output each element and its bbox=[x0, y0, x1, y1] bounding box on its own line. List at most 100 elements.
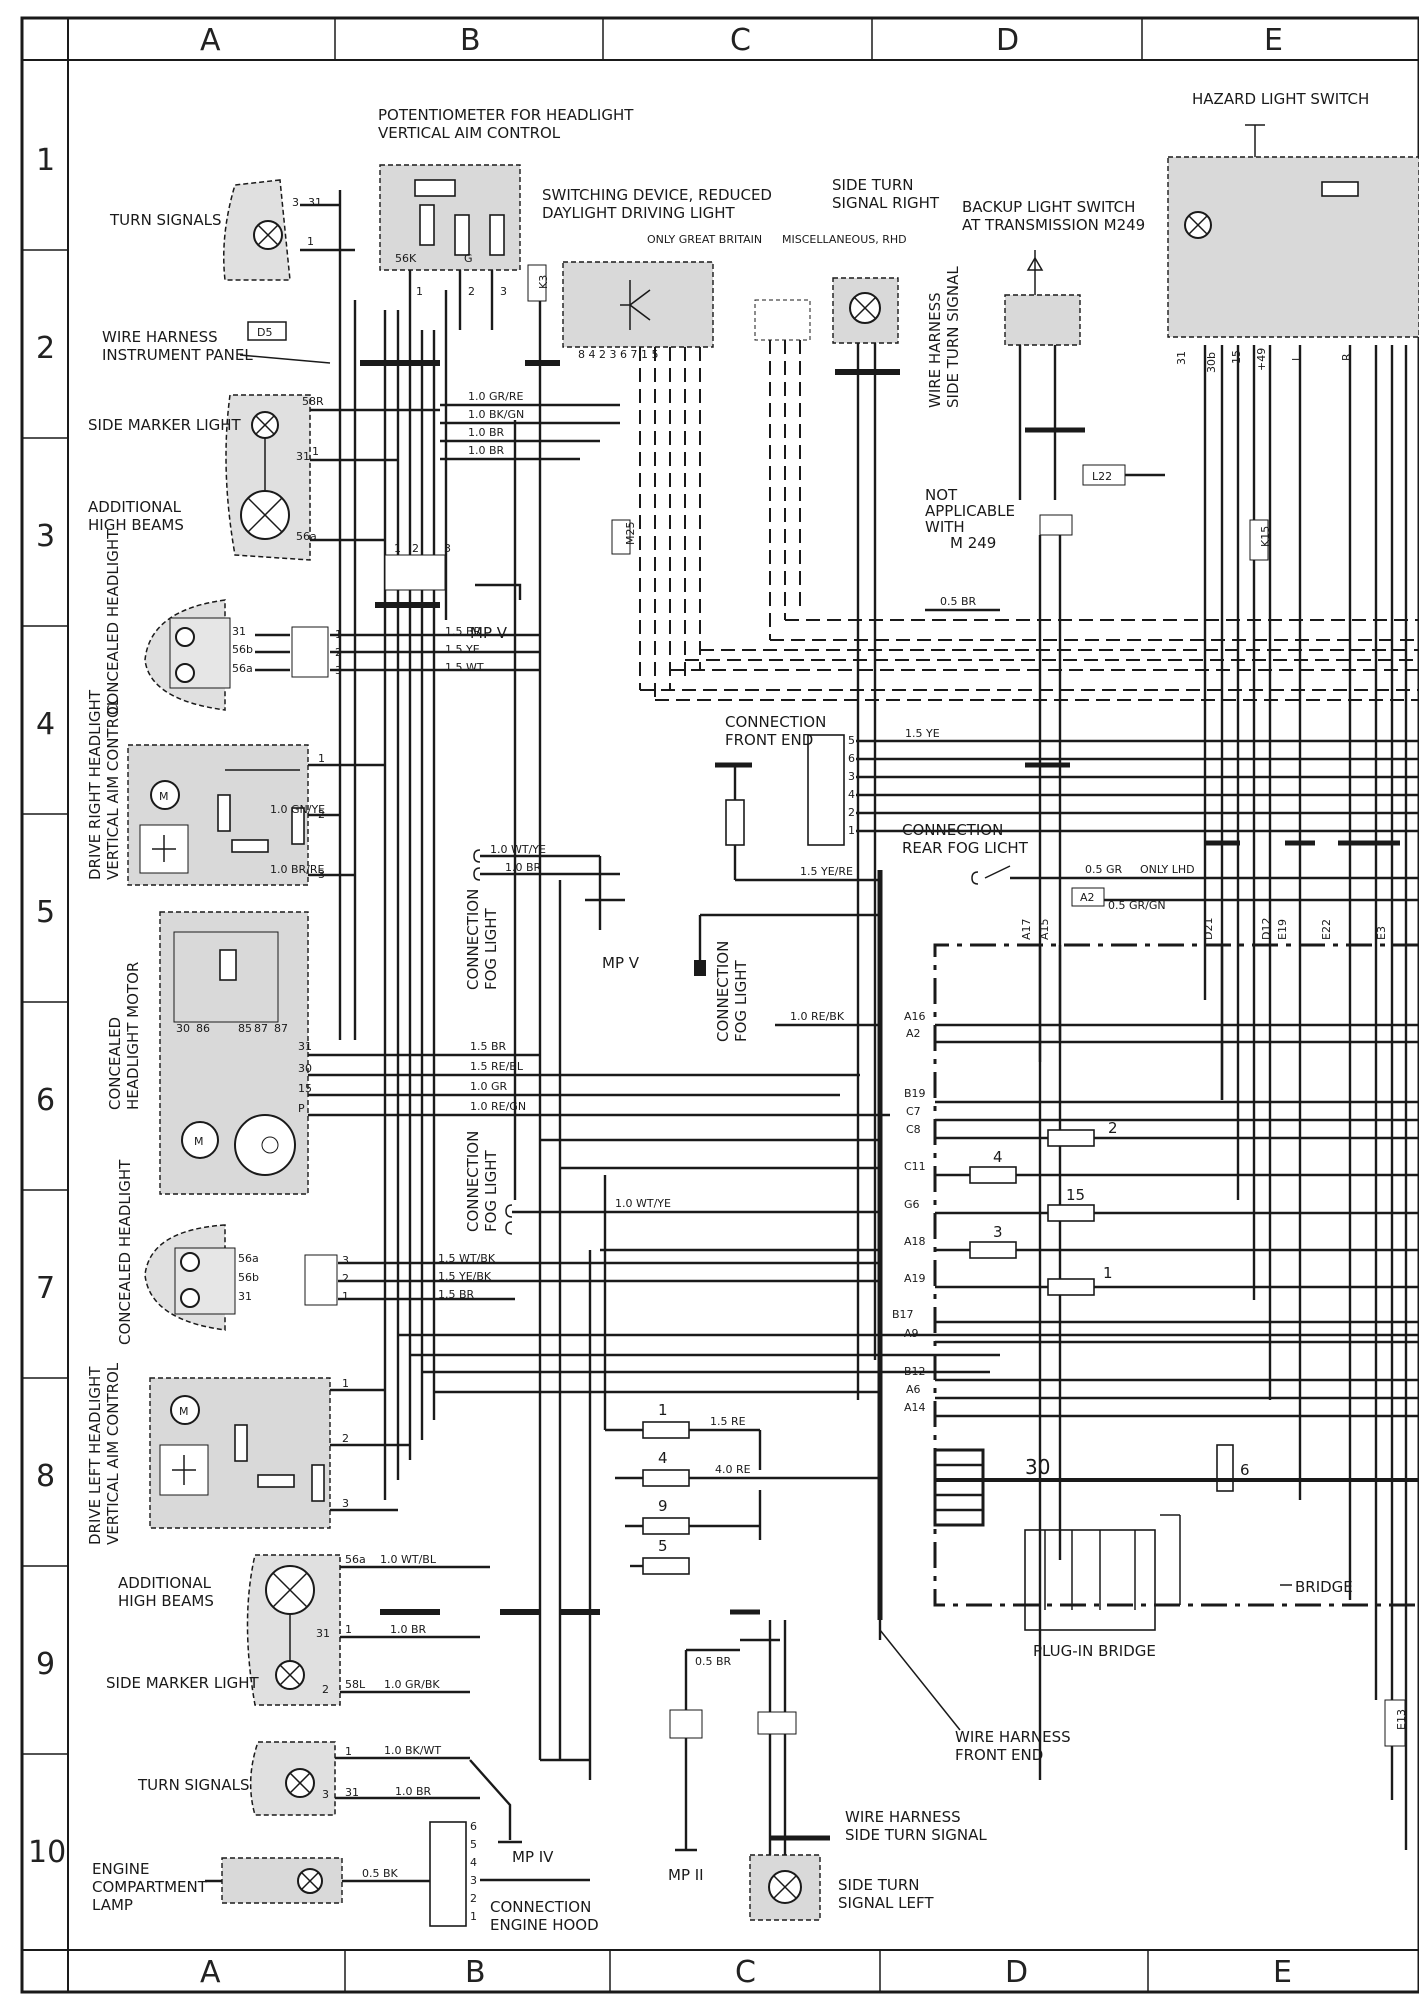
drive-right-headlight: M 1 2 3 bbox=[127, 744, 385, 886]
side-marker-top-label: SIDE MARKER LIGHT bbox=[88, 416, 242, 434]
grid-row-8: 8 bbox=[36, 1459, 55, 1494]
svg-text:56a: 56a bbox=[296, 530, 317, 543]
grid-col-c-bottom: C bbox=[735, 1955, 756, 1990]
svg-text:2: 2 bbox=[318, 808, 325, 821]
svg-text:C7: C7 bbox=[906, 1105, 921, 1118]
internal-fuses bbox=[969, 1129, 1419, 1492]
wire-label-16: 0.5 BR bbox=[940, 595, 977, 608]
wire-label-17: 1.0 RE/BK bbox=[790, 1010, 845, 1023]
connection-rear-fog bbox=[735, 840, 1419, 907]
connection-fog-2-label: CONNECTIONFOG LIGHT bbox=[464, 1131, 500, 1232]
wire-label-12: 1.5 YE bbox=[905, 727, 940, 740]
tag-m25: M25 bbox=[624, 522, 637, 546]
svg-text:58R: 58R bbox=[302, 395, 324, 408]
tag-k15-text: K15 bbox=[1259, 526, 1272, 547]
svg-text:A17: A17 bbox=[1020, 918, 1033, 940]
tag-e13-text: E13 bbox=[1395, 1709, 1408, 1730]
misc-rhd-label: MISCELLANEOUS, RHD bbox=[782, 233, 907, 246]
svg-text:8 4 2 3 6 7 1 5: 8 4 2 3 6 7 1 5 bbox=[578, 348, 658, 361]
engine-compartment-lamp bbox=[205, 1857, 430, 1904]
svg-text:30: 30 bbox=[176, 1022, 190, 1035]
side-turn-left bbox=[749, 1620, 830, 1921]
svg-text:31: 31 bbox=[238, 1290, 252, 1303]
svg-text:2: 2 bbox=[468, 285, 475, 298]
mp-ii-block bbox=[669, 1609, 780, 1852]
svg-text:56a: 56a bbox=[232, 662, 253, 675]
tag-e13 bbox=[1384, 1699, 1406, 1747]
svg-text:1: 1 bbox=[848, 824, 855, 837]
svg-text:A6: A6 bbox=[906, 1383, 921, 1396]
svg-text:3: 3 bbox=[322, 1788, 329, 1801]
grid-col-a-bottom: A bbox=[200, 1955, 221, 1990]
svg-text:M: M bbox=[159, 790, 169, 803]
wire-label-21: 1.0 RE/GN bbox=[470, 1100, 526, 1113]
bridge-label: BRIDGE bbox=[1295, 1578, 1353, 1596]
grid-row-4: 4 bbox=[36, 707, 55, 742]
svg-text:85: 85 bbox=[238, 1022, 252, 1035]
grid-col-d-bottom: D bbox=[1005, 1955, 1028, 1990]
turn-signals-top-label: TURN SIGNALS bbox=[109, 211, 221, 229]
wire-label-33: 0.5 BK bbox=[362, 1867, 399, 1880]
svg-text:B19: B19 bbox=[904, 1087, 926, 1100]
wire-label-18: 1.5 BR bbox=[470, 1040, 507, 1053]
left-block-pins: A16 A2 B19 C7 C8 C11 G6 A18 A19 B17 A9 B… bbox=[892, 1010, 1419, 1418]
svg-text:31: 31 bbox=[308, 196, 322, 209]
terminal-30-label: 30 bbox=[1025, 1455, 1050, 1479]
svg-text:58L: 58L bbox=[345, 1678, 366, 1691]
wire-label-32: 1.0 BR bbox=[395, 1785, 432, 1798]
svg-text:A15: A15 bbox=[1038, 918, 1051, 940]
tag-k3: K3 bbox=[537, 275, 550, 289]
frame bbox=[20, 16, 1419, 1994]
svg-text:2: 2 bbox=[412, 542, 419, 555]
only-great-britain-label: ONLY GREAT BRITAIN bbox=[647, 233, 762, 246]
grid-col-e-top: E bbox=[1264, 23, 1283, 58]
svg-text:6: 6 bbox=[848, 752, 855, 765]
wire-label-5: 1.5 BR bbox=[445, 625, 482, 638]
wire-label-2: 1.0 BK/GN bbox=[468, 408, 524, 421]
wire-label-8: 1.0 GN/YE bbox=[270, 803, 325, 816]
wire-label-1: 1.0 GR/RE bbox=[468, 390, 524, 403]
svg-text:G6: G6 bbox=[904, 1198, 920, 1211]
terminal-30-bus bbox=[933, 1448, 1419, 1527]
drive-right-label: DRIVE RIGHT HEADLIGHTVERTICAL AIM CONTRO… bbox=[86, 689, 122, 880]
svg-text:87: 87 bbox=[274, 1022, 288, 1035]
svg-text:2: 2 bbox=[322, 1683, 329, 1696]
hazard-switch-label: HAZARD LIGHT SWITCH bbox=[1192, 90, 1369, 108]
grid-col-b-bottom: B bbox=[465, 1955, 486, 1990]
svg-text:56b: 56b bbox=[232, 643, 253, 656]
svg-text:3: 3 bbox=[470, 1874, 477, 1887]
svg-text:31: 31 bbox=[316, 1627, 330, 1640]
svg-text:M: M bbox=[179, 1405, 189, 1418]
side-turn-right bbox=[832, 277, 900, 1400]
right-block-pins: A17 A15 D21 D12 E19 E22 E3 bbox=[1020, 918, 1388, 1100]
backup-light-switch bbox=[1004, 250, 1085, 1780]
concealed-motor-label: CONCEALEDHEADLIGHT MOTOR bbox=[106, 962, 142, 1110]
svg-text:R: R bbox=[1340, 353, 1353, 361]
grid-row-9: 9 bbox=[36, 1647, 55, 1682]
svg-text:86: 86 bbox=[196, 1022, 210, 1035]
svg-text:D21: D21 bbox=[1202, 918, 1215, 940]
svg-text:4: 4 bbox=[848, 788, 855, 801]
svg-text:5: 5 bbox=[848, 734, 855, 747]
svg-text:15: 15 bbox=[298, 1082, 312, 1095]
grid-col-d-top: D bbox=[996, 23, 1019, 58]
wire-label-13: 1.5 YE/RE bbox=[800, 865, 853, 878]
svg-text:2: 2 bbox=[848, 806, 855, 819]
fuse-num-2: 2 bbox=[1108, 1119, 1118, 1137]
svg-text:1: 1 bbox=[394, 542, 401, 555]
svg-text:A2: A2 bbox=[906, 1027, 921, 1040]
svg-text:31: 31 bbox=[345, 1786, 359, 1799]
svg-text:56a: 56a bbox=[345, 1553, 366, 1566]
grid-col-c-top: C bbox=[730, 23, 751, 58]
plug-in-bridge bbox=[1024, 1514, 1181, 1631]
svg-text:1: 1 bbox=[312, 445, 319, 458]
svg-text:56a: 56a bbox=[238, 1252, 259, 1265]
